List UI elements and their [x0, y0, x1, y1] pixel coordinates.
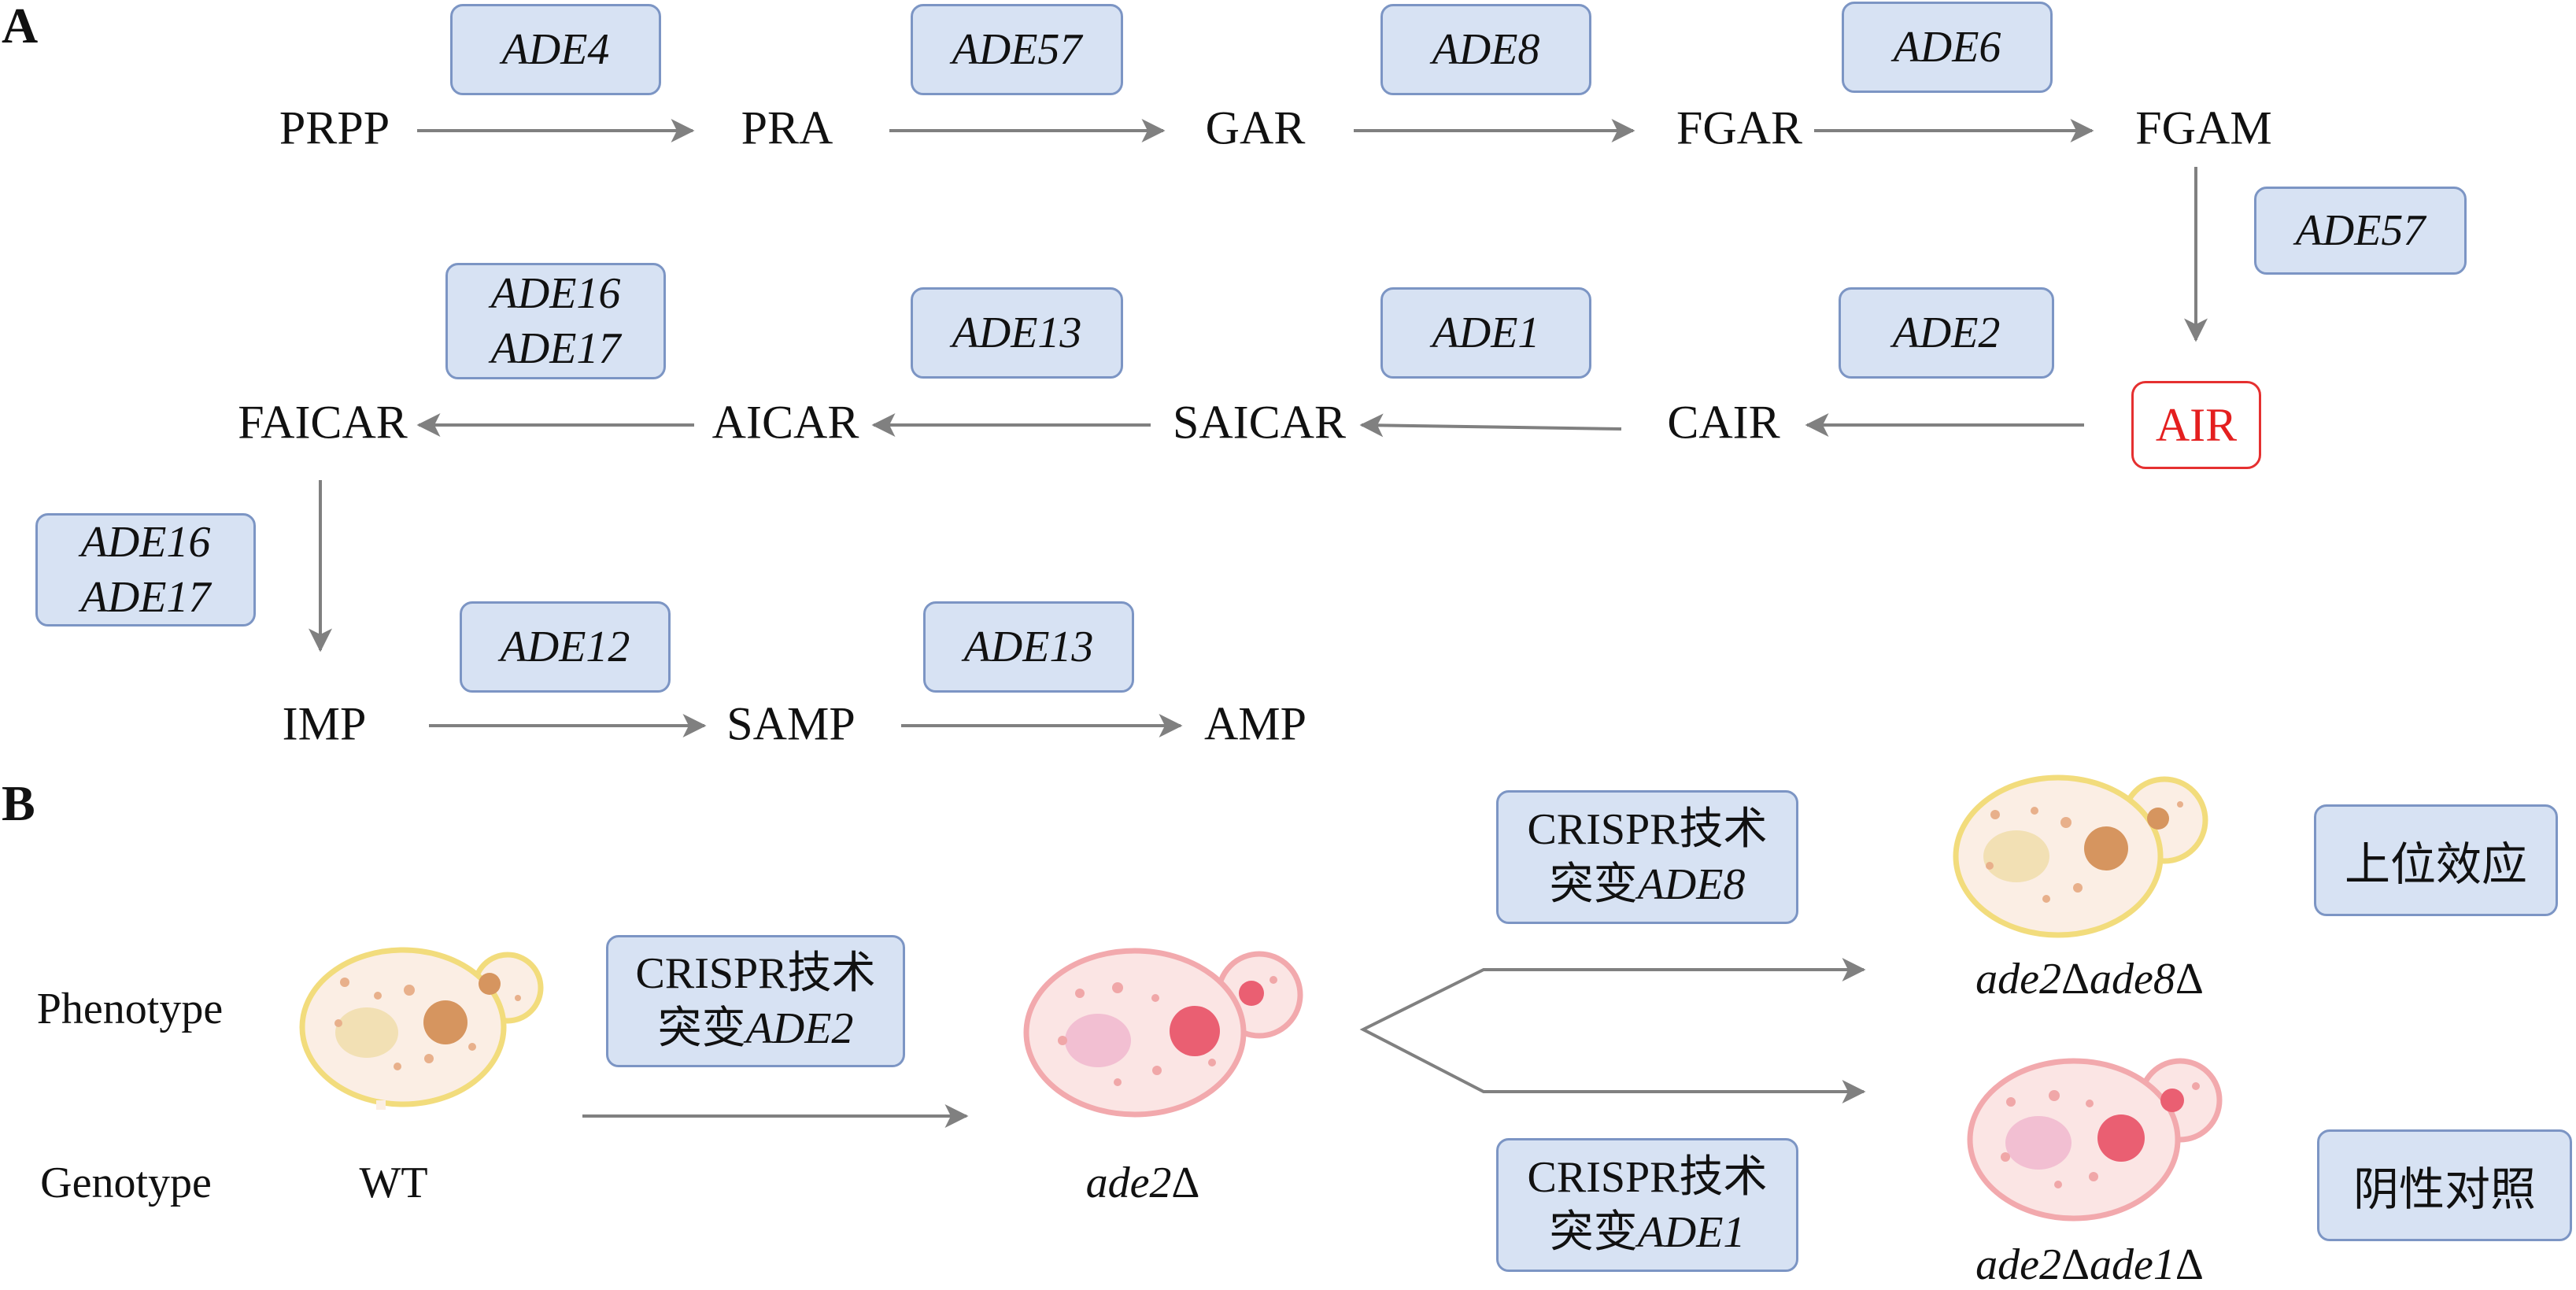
mutation-prefix: 突变: [1549, 860, 1638, 909]
metabolite-air-highlight: AIR: [2131, 381, 2261, 469]
metabolite-faicar: FAICAR: [238, 396, 408, 449]
panel-label-a: A: [2, 0, 39, 54]
metabolite-gar: GAR: [1205, 102, 1306, 154]
genotype-ade2: ade2Δ: [1086, 1158, 1200, 1208]
genotype-ade2-ade1: ade2Δade1Δ: [1975, 1240, 2204, 1290]
metabolite-samp: SAMP: [726, 697, 856, 750]
enzyme-ade17-label: ADE17: [490, 324, 621, 373]
mutation-gene: ADE1: [1637, 1208, 1746, 1257]
enzyme-ade4: ADE4: [450, 4, 661, 95]
row-label-phenotype: Phenotype: [36, 985, 224, 1033]
metabolite-prpp: PRPP: [279, 102, 390, 154]
yeast-cell-ade2-ade8: [1953, 774, 2208, 938]
yeast-cell-ade2: [1023, 948, 1303, 1118]
enzyme-ade57-top: ADE57: [911, 4, 1123, 95]
row-label-genotype: Genotype: [40, 1159, 212, 1207]
gene-ade2: ade2: [1975, 1240, 2061, 1289]
mutation-prefix: 突变: [1549, 1208, 1638, 1257]
enzyme-ade8: ADE8: [1380, 4, 1591, 95]
metabolite-fgar: FGAR: [1676, 102, 1803, 154]
yeast-cell-ade2-ade1: [1967, 1058, 2223, 1222]
crispr-label: CRISPR技术: [1527, 805, 1768, 854]
crispr-mutation-line: 突变ADE2: [658, 1001, 854, 1056]
delta-symbol: Δ: [2060, 1240, 2090, 1289]
metabolite-amp: AMP: [1203, 697, 1307, 750]
arrow-fork: [1359, 968, 1864, 1093]
gene-ade2: ade2: [1975, 955, 2061, 1004]
enzyme-ade13-mid: ADE13: [911, 287, 1123, 379]
metabolite-cair: CAIR: [1667, 396, 1780, 449]
enzyme-ade16-ade17-mid: ADE16 ADE17: [445, 263, 666, 379]
enzyme-ade57-side: ADE57: [2254, 187, 2467, 275]
crispr-label: CRISPR技术: [1527, 1153, 1768, 1202]
crispr-box-ade2: CRISPR技术 突变ADE2: [606, 935, 905, 1067]
metabolite-fgam: FGAM: [2135, 102, 2272, 154]
crispr-box-ade8: CRISPR技术 突变ADE8: [1496, 790, 1798, 924]
gene-ade1: ade1: [2090, 1240, 2175, 1289]
yeast-cell-wt: [299, 947, 544, 1110]
mutation-gene: ADE8: [1637, 860, 1746, 909]
crispr-mutation-line: 突变ADE8: [1550, 857, 1746, 912]
delta-symbol: Δ: [2175, 1240, 2204, 1289]
metabolite-imp: IMP: [282, 697, 367, 750]
metabolite-pra: PRA: [741, 102, 833, 154]
arrow-cair-saicar: [1359, 413, 1622, 438]
panel-label-b: B: [2, 775, 35, 831]
enzyme-ade6: ADE6: [1842, 2, 2053, 93]
delta-symbol: Δ: [2060, 955, 2090, 1004]
result-label-negative-control: 阴性对照: [2317, 1129, 2572, 1241]
enzyme-ade16-label: ADE16: [490, 269, 621, 318]
enzyme-ade2: ADE2: [1839, 287, 2054, 379]
genotype-ade2-ade8: ade2Δade8Δ: [1975, 954, 2204, 1004]
enzyme-ade12: ADE12: [460, 601, 671, 693]
enzyme-ade13-bottom: ADE13: [923, 601, 1134, 693]
enzyme-ade17-label: ADE17: [80, 573, 211, 622]
gene-ade8: ade8: [2090, 955, 2175, 1004]
crispr-label: CRISPR技术: [635, 949, 876, 998]
mutation-gene: ADE2: [745, 1004, 854, 1053]
genotype-wt: WT: [359, 1159, 428, 1207]
result-label-epistasis: 上位效应: [2314, 804, 2558, 916]
mutation-prefix: 突变: [657, 1004, 746, 1053]
metabolite-aicar: AICAR: [711, 396, 859, 449]
crispr-mutation-line: 突变ADE1: [1550, 1205, 1746, 1260]
metabolite-saicar: SAICAR: [1172, 396, 1347, 449]
enzyme-ade16-ade17-side: ADE16 ADE17: [35, 513, 256, 627]
enzyme-ade1: ADE1: [1380, 287, 1591, 379]
crispr-box-ade1: CRISPR技术 突变ADE1: [1496, 1138, 1798, 1272]
delta-symbol: Δ: [1171, 1159, 1200, 1207]
enzyme-ade16-label: ADE16: [80, 518, 211, 567]
delta-symbol: Δ: [2175, 955, 2204, 1004]
gene-ade2: ade2: [1085, 1159, 1172, 1207]
